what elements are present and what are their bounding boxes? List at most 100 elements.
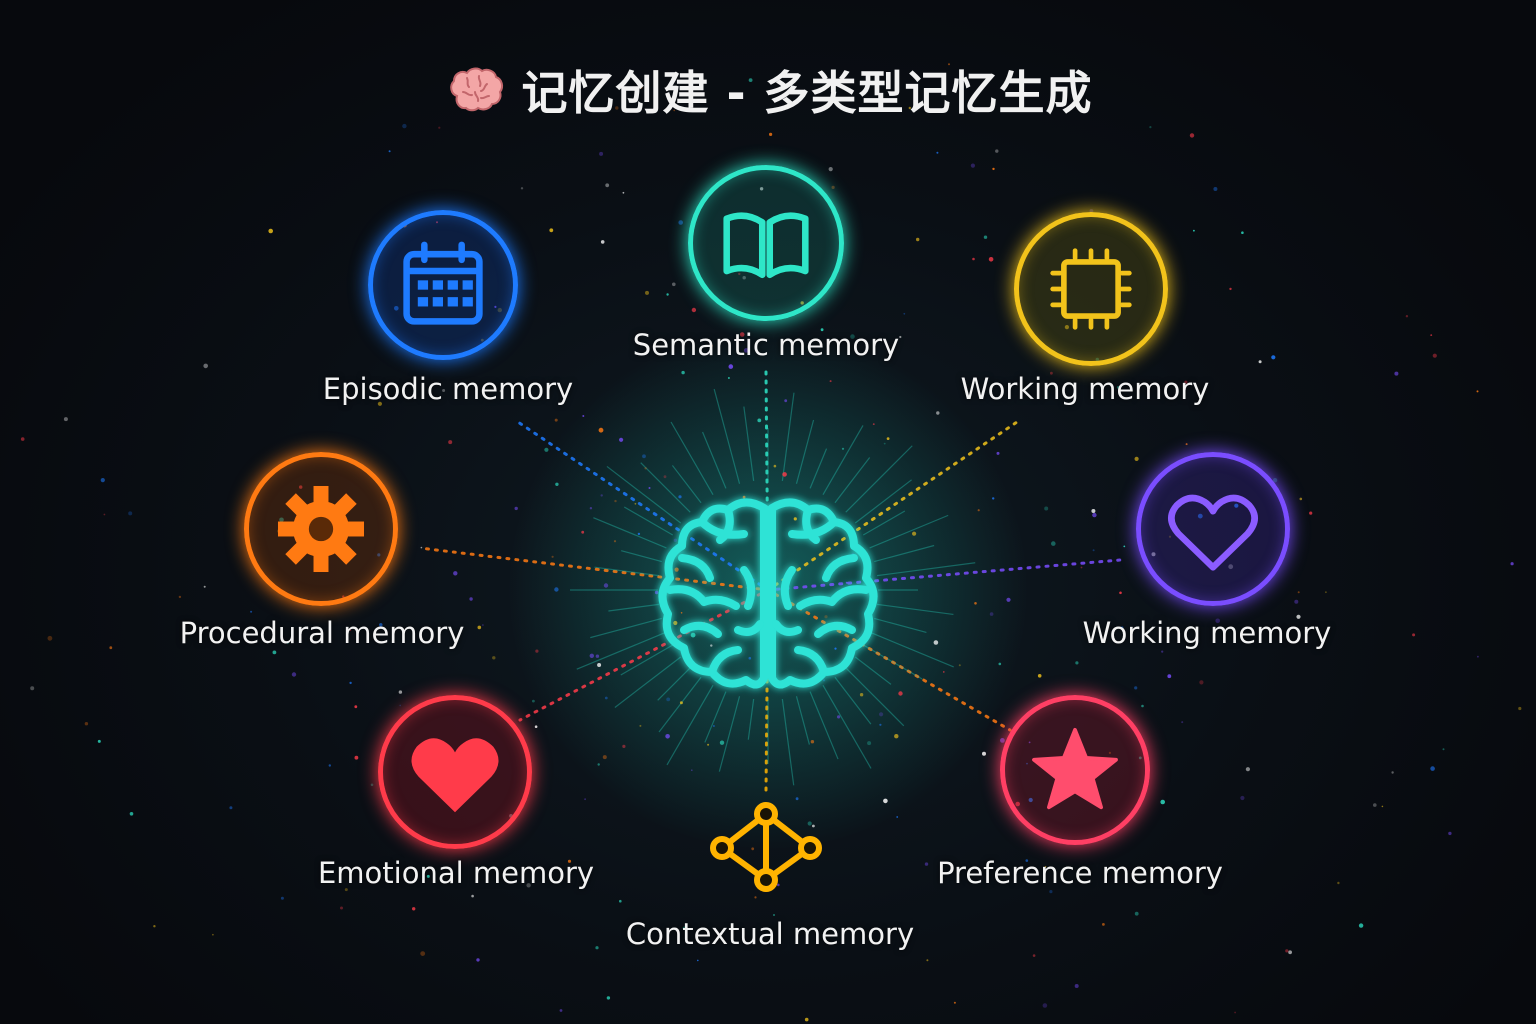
particle <box>47 635 53 641</box>
particle <box>998 662 1002 666</box>
particle <box>1476 390 1479 393</box>
particle <box>916 237 920 242</box>
particle <box>567 859 572 863</box>
episodic-memory-node <box>368 210 518 360</box>
particle <box>924 862 929 866</box>
particle <box>471 894 474 898</box>
particle <box>1215 618 1220 624</box>
particle <box>559 1009 563 1012</box>
particle <box>554 418 558 422</box>
particle <box>1092 512 1097 518</box>
glow-ray <box>606 465 682 524</box>
calendar-icon <box>403 241 483 325</box>
page-title: 记忆创建 - 多类型记忆生成 <box>0 58 1536 122</box>
glow-ray <box>862 644 923 680</box>
working-memory-chip-node <box>1014 212 1168 366</box>
working-memory-right-label: Working memory <box>1082 616 1332 650</box>
particle <box>769 132 773 136</box>
particle <box>757 418 762 423</box>
glow-ray <box>854 656 892 685</box>
particle <box>845 581 848 584</box>
particle <box>1006 597 1011 602</box>
glow-ray <box>862 510 906 536</box>
particle <box>595 654 600 658</box>
particle <box>681 370 685 375</box>
glow-ray <box>781 698 795 786</box>
particle <box>412 907 416 911</box>
particle <box>977 509 980 512</box>
particle <box>1184 380 1188 384</box>
particle <box>287 642 289 645</box>
glow-ray <box>590 617 662 639</box>
glow-ray <box>671 465 702 504</box>
particle <box>834 647 837 650</box>
particle <box>1091 509 1096 513</box>
particle <box>697 959 699 962</box>
particle <box>1391 771 1394 774</box>
particle <box>639 724 642 727</box>
glow-ray <box>845 667 905 727</box>
glow-ray <box>593 517 667 549</box>
particle <box>619 899 622 903</box>
particle <box>1134 686 1138 690</box>
particle <box>804 1017 809 1022</box>
particle <box>476 958 480 962</box>
particle <box>936 411 940 415</box>
particle <box>1134 911 1139 916</box>
particle <box>1234 1011 1236 1014</box>
particle <box>203 363 208 369</box>
particle <box>1430 766 1435 771</box>
particle <box>100 478 105 483</box>
particle <box>992 167 995 171</box>
particle <box>1288 950 1292 955</box>
particle <box>129 812 134 816</box>
particle <box>1149 126 1152 129</box>
particle <box>1432 353 1437 358</box>
particle <box>1294 599 1299 604</box>
particle <box>597 763 600 766</box>
particle <box>879 723 882 726</box>
particle <box>442 389 446 392</box>
glow-ray <box>845 445 913 513</box>
particle <box>933 640 939 645</box>
procedural-memory-node <box>244 452 398 606</box>
particle <box>340 906 343 910</box>
particle <box>379 623 383 627</box>
glow-ray <box>666 684 714 766</box>
particle <box>402 123 407 129</box>
particle <box>203 585 206 588</box>
particle <box>837 715 841 719</box>
particle <box>1229 287 1232 291</box>
particle <box>555 482 559 486</box>
particle <box>820 328 824 332</box>
particle <box>354 705 358 709</box>
particle <box>896 816 899 818</box>
particle <box>995 149 999 153</box>
particle <box>673 620 678 626</box>
preference-memory-node <box>1000 695 1150 845</box>
glow-ray <box>876 562 976 577</box>
particle <box>153 925 156 928</box>
particle <box>748 656 752 660</box>
particle <box>619 437 624 442</box>
particle <box>665 734 670 739</box>
particle <box>672 282 676 287</box>
particle <box>883 798 888 804</box>
glow-ray <box>658 676 702 733</box>
particle <box>645 290 649 295</box>
particle <box>399 704 402 707</box>
particle <box>1116 386 1120 389</box>
particle <box>589 507 593 510</box>
particle <box>673 538 678 542</box>
particle <box>793 517 797 521</box>
particle <box>926 959 929 962</box>
emotional-memory-node <box>378 695 532 849</box>
particle <box>1120 626 1124 629</box>
particle <box>691 307 697 313</box>
particle <box>728 364 734 369</box>
particle <box>970 163 976 168</box>
particle <box>272 650 277 655</box>
particle <box>582 415 585 417</box>
particle <box>648 487 651 489</box>
particle <box>1181 721 1184 724</box>
